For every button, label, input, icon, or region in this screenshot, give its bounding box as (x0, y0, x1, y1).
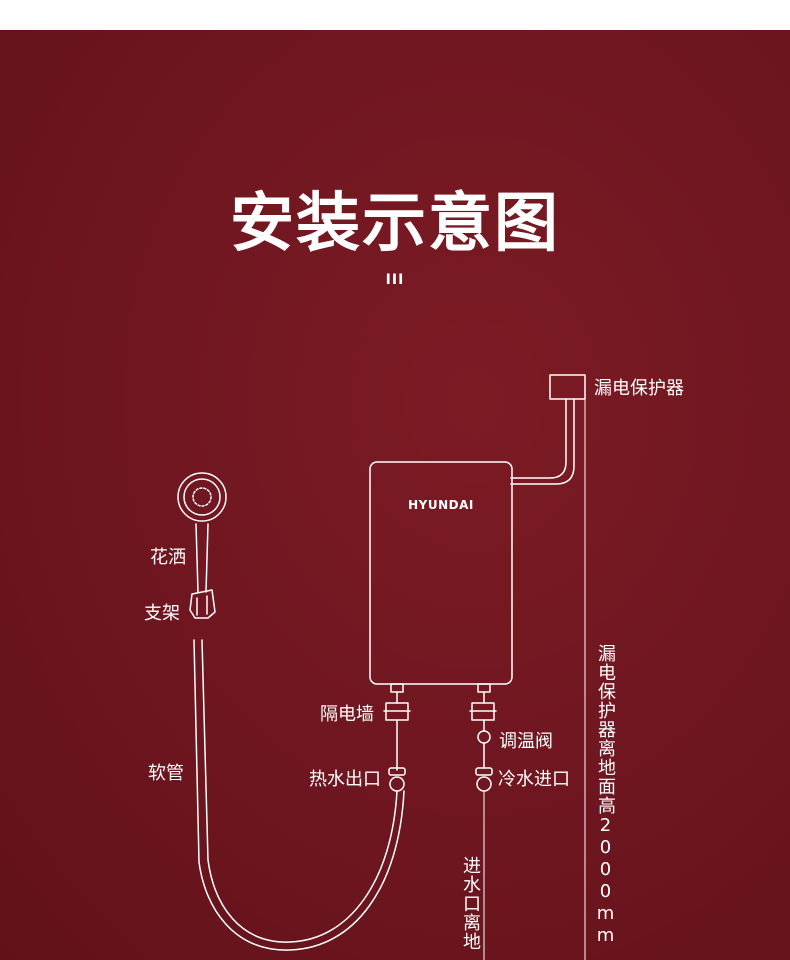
thermostat-valve-fitting (477, 730, 491, 744)
page-title: 安装示意图 (230, 187, 560, 261)
title-mark: III (385, 272, 405, 288)
label-cold-water-inlet: 冷水进口 (498, 769, 570, 790)
label-shower-head: 花洒 (150, 547, 186, 568)
diagram-panel (0, 30, 790, 960)
label-leakage-protector: 漏电保护器 (594, 378, 684, 399)
water-heater-body (369, 461, 513, 685)
hot-water-outlet-fitting (388, 767, 406, 776)
label-wall: 隔电墙 (320, 704, 374, 725)
shower-bracket (189, 589, 216, 619)
label-inlet-height: 进水口离地 (460, 856, 481, 951)
label-thermostat-valve: 调温阀 (499, 731, 553, 752)
brand-logo: HYUNDAI (408, 498, 474, 512)
label-hot-water-outlet: 热水出口 (309, 769, 381, 790)
shower-head (177, 472, 227, 522)
cold-water-inlet-fitting (475, 767, 493, 776)
label-protector-height: 漏电保护器离地面高2000mm (595, 644, 616, 947)
label-hose: 软管 (148, 763, 184, 784)
top-white-strip (0, 0, 790, 30)
power-cable (510, 398, 567, 479)
label-bracket: 支架 (144, 603, 180, 624)
leakage-protector-box (549, 374, 586, 400)
shower-hose (201, 639, 398, 943)
